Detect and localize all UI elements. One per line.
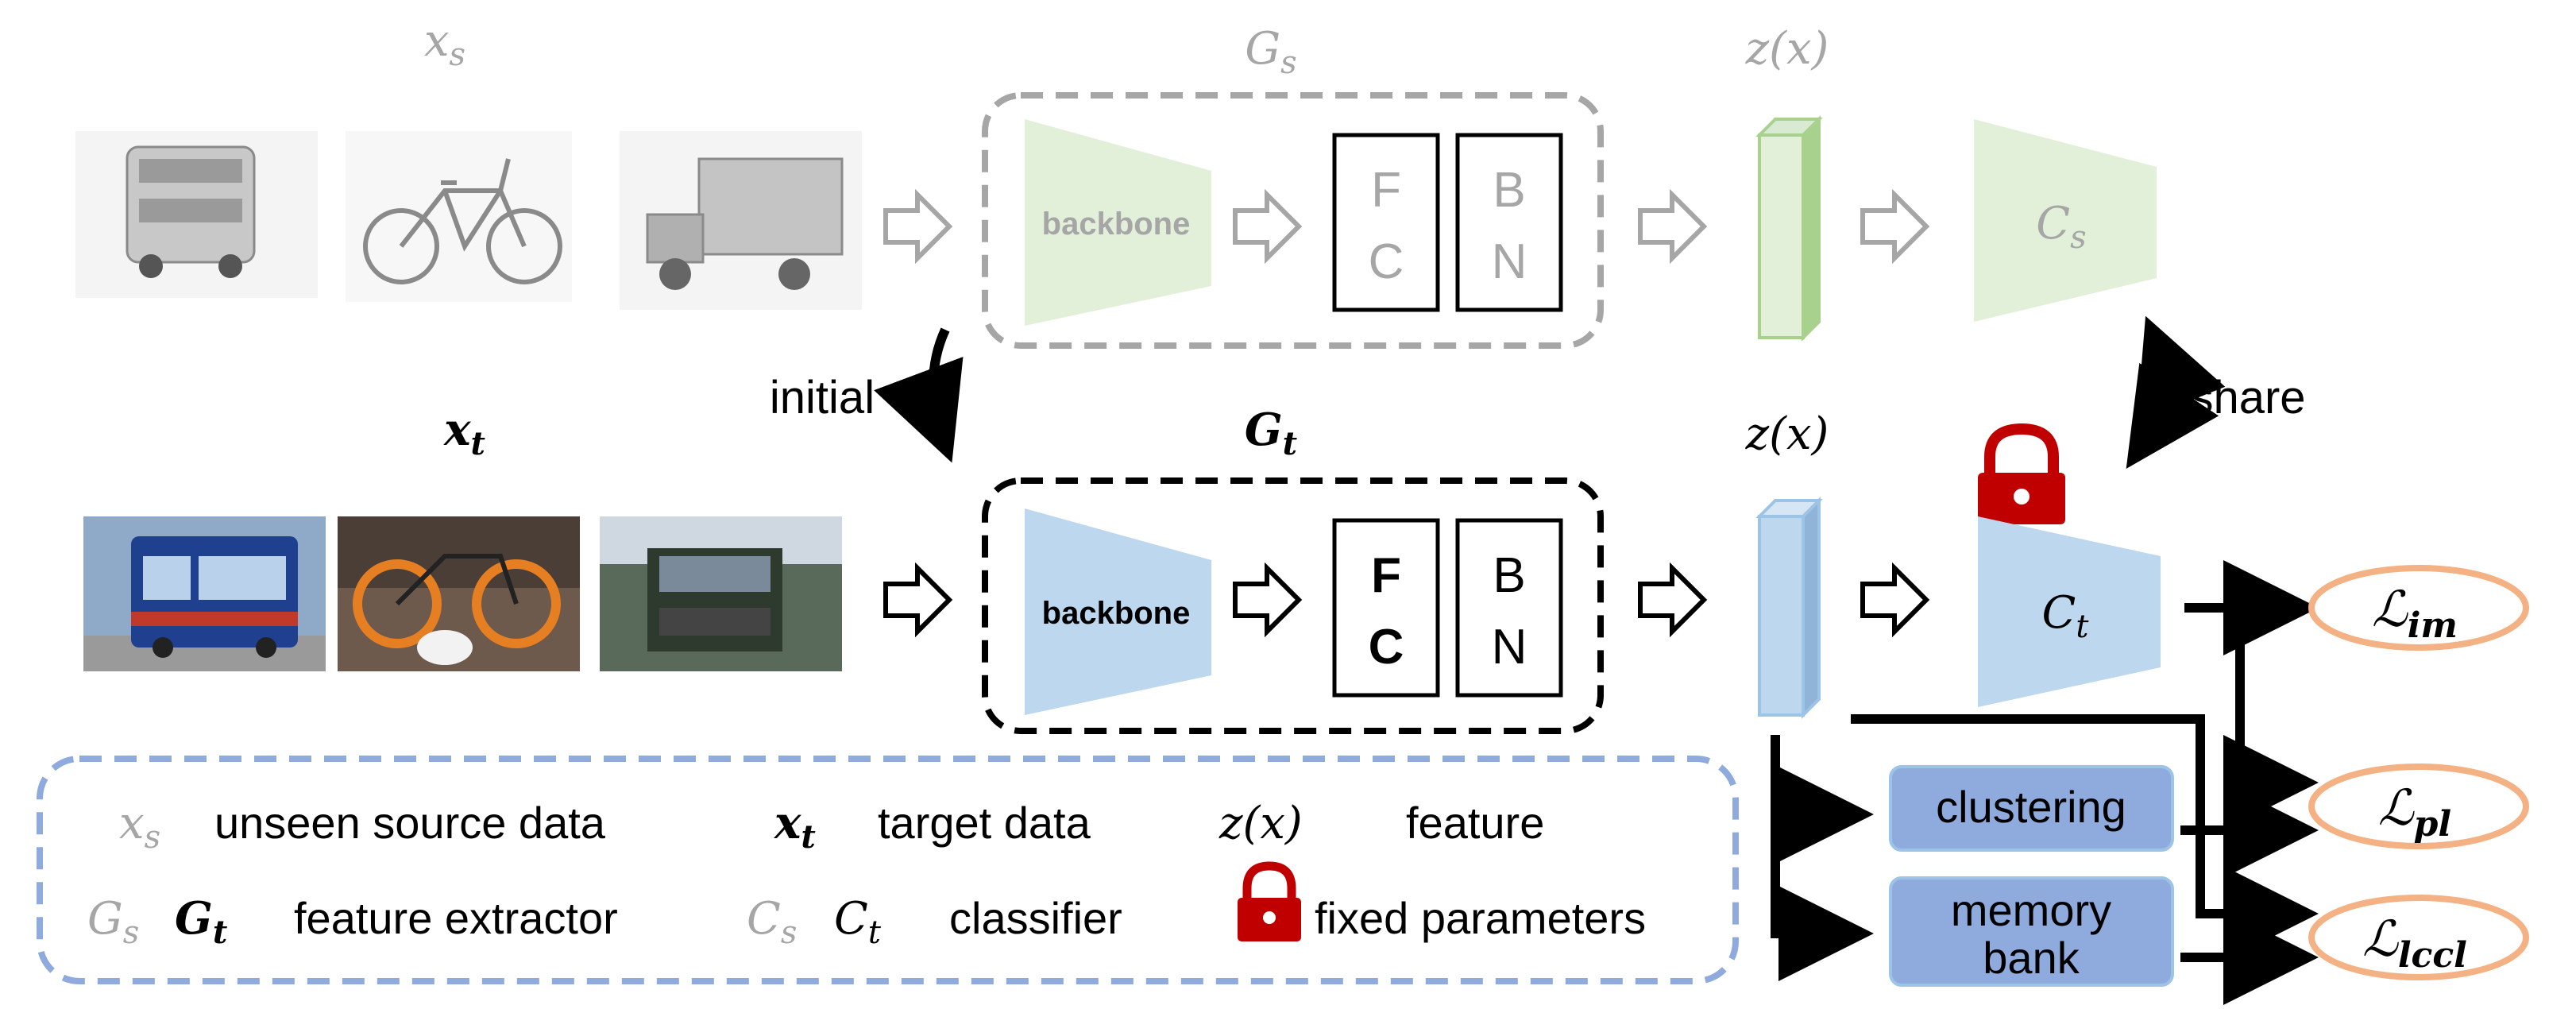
target-classifier-label: Ct: [2042, 587, 2090, 645]
source-extractor-box: [982, 92, 1604, 349]
target-flow-arrow-1: [883, 562, 953, 638]
target-fc-letter-1: F: [1371, 548, 1401, 603]
loss-im-sub: im: [2408, 605, 2458, 646]
legend-gs-symbol: Gs: [87, 893, 139, 951]
source-flow-arrow-3: [1638, 188, 1708, 265]
memory-bank-label-line1: memory: [1951, 885, 2111, 935]
memory-bank-label-line2: bank: [1983, 933, 2080, 983]
target-bn-letter-1: B: [1493, 548, 1525, 603]
source-branch: xs Gs z(x) ba: [75, 15, 2157, 349]
target-backbone-label: backbone: [1042, 596, 1191, 631]
legend-lock-text: fixed parameters: [1315, 893, 1646, 943]
target-backbone-shape: [1025, 508, 1211, 715]
target-branch: xt Gt z(x): [83, 404, 2161, 734]
source-image-bus: [75, 131, 318, 298]
target-feature-label: z(x): [1745, 408, 1829, 460]
memory-bank-module: [1889, 876, 2174, 987]
legend-xs-symbol: xs: [119, 798, 160, 856]
source-input-label: xs: [424, 15, 465, 73]
legend-lock-icon: [1238, 861, 1301, 941]
source-flow-arrow-2: [1233, 188, 1303, 265]
loss-im: ℒim: [2308, 565, 2529, 651]
source-backbone-label: backbone: [1042, 207, 1191, 242]
loss-lccl-sub: lccl: [2398, 935, 2467, 976]
source-fc-letter-1: F: [1371, 163, 1401, 218]
lock-icon: [1978, 423, 2065, 524]
initial-arrow: [874, 327, 964, 463]
target-fc-box: [1332, 518, 1440, 698]
initial-label: initial: [770, 372, 875, 423]
source-feature-vector: [1755, 115, 1823, 342]
loss-pl-symbol: ℒ: [2378, 779, 2415, 837]
legend-z-text: feature: [1406, 798, 1544, 848]
source-bn-box: [1455, 133, 1563, 312]
target-feature-vector: [1755, 497, 1823, 719]
target-flow-arrow-3: [1638, 562, 1708, 638]
target-extractor-box: [982, 477, 1604, 734]
target-extractor-label: Gt: [1245, 404, 1298, 462]
clustering-module: [1889, 765, 2174, 852]
target-flow-arrow-2: [1233, 562, 1303, 638]
share-arrow: [2126, 315, 2226, 469]
source-feature-label: z(x): [1745, 23, 1829, 75]
legend-gt-symbol: Gt: [175, 892, 228, 951]
loss-lccl-symbol: ℒ: [2362, 910, 2399, 968]
legend-xt-symbol: xt: [774, 797, 816, 856]
target-bn-box: [1455, 518, 1563, 698]
source-fc-letter-2: C: [1369, 234, 1404, 289]
source-bn-letter-1: B: [1493, 163, 1525, 218]
source-backbone-shape: [1025, 119, 1211, 326]
target-image-bicycle: [338, 516, 580, 671]
target-input-label: xt: [443, 404, 485, 462]
target-image-bus: [83, 516, 326, 671]
legend-c-text: classifier: [949, 893, 1122, 943]
legend-box: [37, 756, 1739, 984]
source-image-truck: [620, 131, 862, 310]
target-fc-letter-2: C: [1369, 620, 1404, 675]
target-bn-letter-2: N: [1492, 620, 1527, 675]
source-extractor-label: Gs: [1245, 23, 1296, 81]
svg-text:ℒlccl: ℒlccl: [2362, 910, 2467, 976]
target-flow-arrow-4: [1860, 562, 1930, 638]
source-flow-arrow-1: [883, 188, 953, 265]
legend-z-symbol: z(x): [1218, 798, 1303, 849]
loss-pl-sub: pl: [2414, 804, 2451, 845]
legend: xs unseen source data xt target data z(x…: [37, 756, 1739, 984]
source-classifier-label: Cs: [2036, 198, 2086, 256]
loss-im-symbol: ℒ: [2372, 580, 2408, 638]
source-image-bicycle: [346, 131, 572, 302]
legend-xt-text: target data: [878, 798, 1091, 848]
source-fc-box: [1332, 133, 1440, 312]
svg-text:ℒim: ℒim: [2372, 580, 2458, 646]
loss-connectors: [1771, 560, 2319, 1005]
loss-lccl: ℒlccl: [2308, 895, 2529, 980]
share-label: share: [2190, 372, 2305, 423]
source-classifier-shape: [1974, 119, 2157, 322]
clustering-label: clustering: [1936, 782, 2126, 832]
legend-cs-symbol: Cs: [747, 893, 797, 951]
legend-g-text: feature extractor: [294, 893, 618, 943]
legend-ct-symbol: Ct: [834, 893, 882, 951]
svg-text:ℒpl: ℒpl: [2378, 779, 2451, 845]
source-flow-arrow-4: [1860, 188, 1930, 265]
target-classifier-shape: [1978, 516, 2161, 707]
loss-pl: ℒpl: [2308, 764, 2529, 849]
source-bn-letter-2: N: [1492, 234, 1527, 289]
target-image-truck: [600, 516, 842, 671]
legend-xs-text: unseen source data: [214, 798, 606, 848]
